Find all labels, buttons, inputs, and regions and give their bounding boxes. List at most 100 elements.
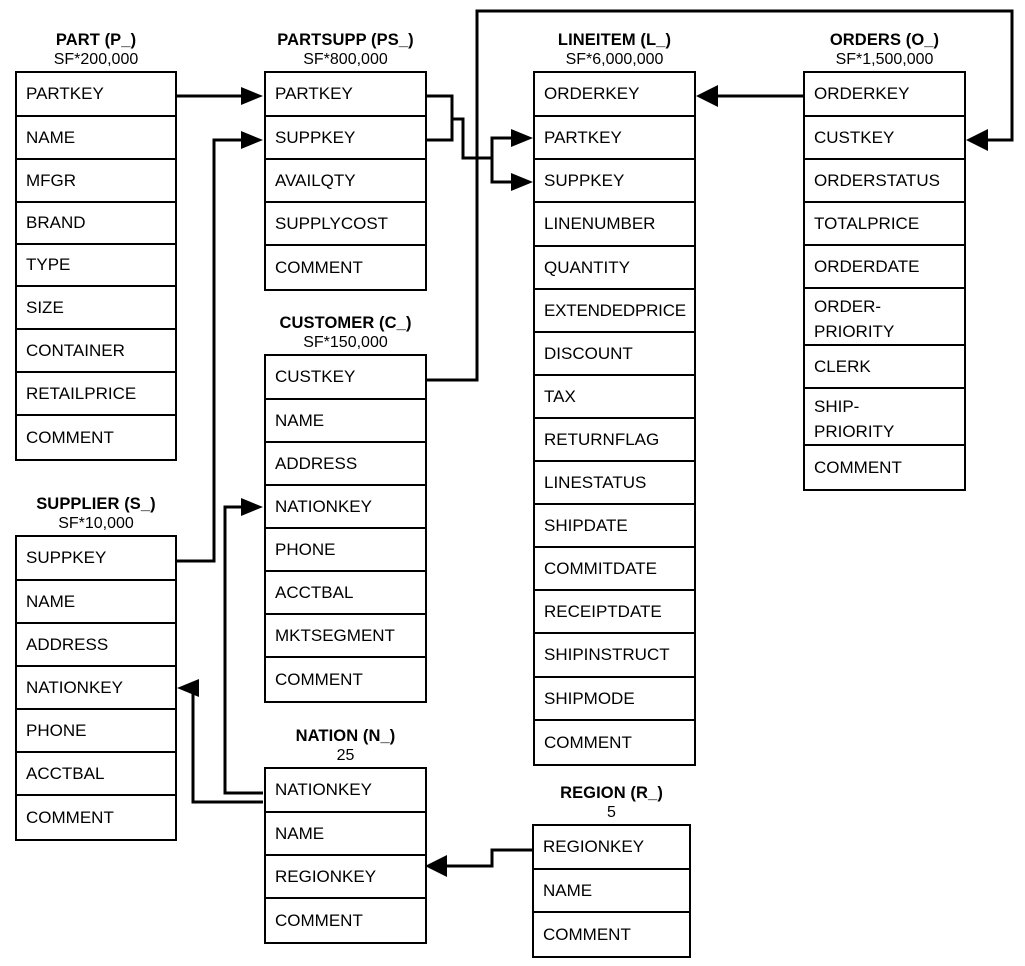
field-lineitem-shipdate[interactable]: SHIPDATE — [535, 505, 694, 548]
table-partsupp-fields: PARTKEY SUPPKEY AVAILQTY SUPPLYCOST COMM… — [264, 71, 427, 291]
table-supplier[interactable]: SUPPLIER (S_) SF*10,000 SUPPKEY NAME ADD… — [15, 494, 177, 841]
table-supplier-fields: SUPPKEY NAME ADDRESS NATIONKEY PHONE ACC… — [15, 535, 177, 841]
table-lineitem-cardinality: SF*6,000,000 — [565, 51, 664, 68]
field-region-comment[interactable]: COMMENT — [543, 924, 631, 944]
table-region-title: REGION (R_) — [560, 784, 663, 802]
field-part-type[interactable]: TYPE — [17, 245, 175, 287]
table-partsupp[interactable]: PARTSUPP (PS_) SF*800,000 PARTKEY SUPPKE… — [264, 30, 427, 291]
field-orders-custkey[interactable]: CUSTKEY — [805, 117, 964, 160]
table-supplier-cardinality: SF*10,000 — [58, 515, 134, 532]
field-region-name[interactable]: NAME — [534, 870, 689, 913]
connector-nation-nationkey-to-customer-nationkey — [223, 498, 263, 795]
field-orders-shippriority[interactable]: SHIP-PRIORITY — [805, 389, 964, 446]
field-nation-regionkey[interactable]: REGIONKEY — [266, 856, 425, 899]
field-lineitem-shipinstruct[interactable]: SHIPINSTRUCT — [535, 634, 694, 678]
field-orders-orderdate[interactable]: ORDERDATE — [805, 246, 964, 289]
field-partsupp-supplycost[interactable]: SUPPLYCOST — [266, 203, 425, 246]
table-region-cardinality: 5 — [607, 804, 616, 821]
field-orders-orderkey[interactable]: ORDERKEY — [805, 73, 964, 117]
table-nation-cardinality: 25 — [336, 747, 355, 764]
field-customer-address[interactable]: ADDRESS — [266, 443, 425, 486]
field-part-retailprice[interactable]: RETAILPRICE — [17, 373, 175, 416]
field-lineitem-suppkey[interactable]: SUPPKEY — [535, 160, 694, 203]
field-lineitem-partkey[interactable]: PARTKEY — [535, 117, 694, 160]
field-part-mfgr[interactable]: MFGR — [17, 160, 175, 203]
field-lineitem-linenumber[interactable]: LINENUMBER — [535, 203, 694, 247]
field-orders-orderstatus[interactable]: ORDERSTATUS — [805, 160, 964, 203]
connector-supplier-suppkey-to-partsupp-suppkey — [177, 131, 263, 563]
field-lineitem-orderkey[interactable]: ORDERKEY — [535, 73, 694, 117]
field-part-container[interactable]: CONTAINER — [17, 330, 175, 373]
table-nation-title: NATION (N_) — [295, 727, 396, 745]
table-lineitem-title: LINEITEM (L_) — [557, 31, 672, 49]
field-orders-clerk[interactable]: CLERK — [805, 346, 964, 389]
connector-part-partkey-to-partsupp-partkey — [177, 87, 263, 105]
connector-orders-orderkey-to-lineitem-orderkey — [696, 85, 803, 107]
field-nation-comment[interactable]: COMMENT — [275, 910, 363, 930]
field-supplier-phone[interactable]: PHONE — [17, 710, 175, 753]
table-customer-cardinality: SF*150,000 — [303, 334, 388, 351]
field-lineitem-returnflag[interactable]: RETURNFLAG — [535, 419, 694, 462]
table-orders-fields: ORDERKEY CUSTKEY ORDERSTATUS TOTALPRICE … — [803, 71, 966, 491]
field-supplier-suppkey[interactable]: SUPPKEY — [17, 537, 175, 581]
table-orders-cardinality: SF*1,500,000 — [835, 51, 934, 68]
field-partsupp-comment[interactable]: COMMENT — [275, 257, 363, 277]
field-customer-name[interactable]: NAME — [266, 400, 425, 443]
field-part-brand[interactable]: BRAND — [17, 203, 175, 245]
table-part-title: PART (P_) — [55, 31, 137, 49]
table-partsupp-cardinality: SF*800,000 — [303, 51, 388, 68]
table-partsupp-title: PARTSUPP (PS_) — [277, 31, 414, 49]
table-part-fields: PARTKEY NAME MFGR BRAND TYPE SIZE CONTAI… — [15, 71, 177, 461]
field-lineitem-extendedprice[interactable]: EXTENDEDPRICE — [535, 290, 694, 333]
table-supplier-title: SUPPLIER (S_) — [36, 495, 156, 513]
field-region-regionkey[interactable]: REGIONKEY — [534, 826, 689, 870]
field-supplier-comment[interactable]: COMMENT — [26, 807, 114, 827]
field-customer-nationkey[interactable]: NATIONKEY — [266, 486, 425, 529]
table-orders-title: ORDERS (O_) — [829, 31, 940, 49]
field-part-comment[interactable]: COMMENT — [26, 427, 114, 447]
field-customer-custkey[interactable]: CUSTKEY — [266, 356, 425, 400]
table-customer-title: CUSTOMER (C_) — [279, 314, 412, 332]
field-nation-nationkey[interactable]: NATIONKEY — [266, 769, 425, 813]
field-lineitem-commitdate[interactable]: COMMITDATE — [535, 548, 694, 591]
field-supplier-acctbal[interactable]: ACCTBAL — [17, 753, 175, 796]
connector-region-regionkey-to-nation-regionkey — [425, 848, 532, 877]
field-supplier-nationkey[interactable]: NATIONKEY — [17, 667, 175, 710]
field-orders-totalprice[interactable]: TOTALPRICE — [805, 203, 964, 246]
field-part-name[interactable]: NAME — [17, 117, 175, 160]
field-customer-acctbal[interactable]: ACCTBAL — [266, 572, 425, 615]
field-lineitem-comment[interactable]: COMMENT — [544, 732, 632, 752]
connector-partsupp-keys-to-lineitem-keys — [427, 94, 533, 191]
table-nation-fields: NATIONKEY NAME REGIONKEY COMMENT — [264, 767, 427, 944]
table-customer[interactable]: CUSTOMER (C_) SF*150,000 CUSTKEY NAME AD… — [264, 313, 427, 703]
connector-nation-nationkey-to-supplier-nationkey — [177, 679, 263, 804]
table-region[interactable]: REGION (R_) 5 REGIONKEY NAME COMMENT — [532, 783, 691, 958]
field-orders-comment[interactable]: COMMENT — [814, 457, 902, 477]
field-customer-mktsegment[interactable]: MKTSEGMENT — [266, 615, 425, 658]
field-supplier-name[interactable]: NAME — [17, 581, 175, 624]
field-customer-phone[interactable]: PHONE — [266, 529, 425, 572]
field-lineitem-quantity[interactable]: QUANTITY — [535, 247, 694, 290]
table-region-fields: REGIONKEY NAME COMMENT — [532, 824, 691, 958]
field-orders-orderpriority[interactable]: ORDER-PRIORITY — [805, 289, 964, 346]
table-lineitem[interactable]: LINEITEM (L_) SF*6,000,000 ORDERKEY PART… — [533, 30, 696, 766]
field-part-size[interactable]: SIZE — [17, 287, 175, 330]
table-lineitem-fields: ORDERKEY PARTKEY SUPPKEY LINENUMBER QUAN… — [533, 71, 696, 766]
table-orders[interactable]: ORDERS (O_) SF*1,500,000 ORDERKEY CUSTKE… — [803, 30, 966, 491]
field-supplier-address[interactable]: ADDRESS — [17, 624, 175, 667]
table-nation[interactable]: NATION (N_) 25 NATIONKEY NAME REGIONKEY … — [264, 726, 427, 944]
field-lineitem-receiptdate[interactable]: RECEIPTDATE — [535, 591, 694, 634]
field-nation-name[interactable]: NAME — [266, 813, 425, 856]
field-partsupp-partkey[interactable]: PARTKEY — [266, 73, 425, 117]
field-partsupp-suppkey[interactable]: SUPPKEY — [266, 117, 425, 160]
table-part[interactable]: PART (P_) SF*200,000 PARTKEY NAME MFGR B… — [15, 30, 177, 461]
field-partsupp-availqty[interactable]: AVAILQTY — [266, 160, 425, 203]
field-customer-comment[interactable]: COMMENT — [275, 669, 363, 689]
field-part-partkey[interactable]: PARTKEY — [17, 73, 175, 117]
field-lineitem-linestatus[interactable]: LINESTATUS — [535, 462, 694, 505]
field-lineitem-shipmode[interactable]: SHIPMODE — [535, 678, 694, 721]
field-lineitem-tax[interactable]: TAX — [535, 376, 694, 419]
table-part-cardinality: SF*200,000 — [53, 51, 139, 68]
field-lineitem-discount[interactable]: DISCOUNT — [535, 333, 694, 376]
